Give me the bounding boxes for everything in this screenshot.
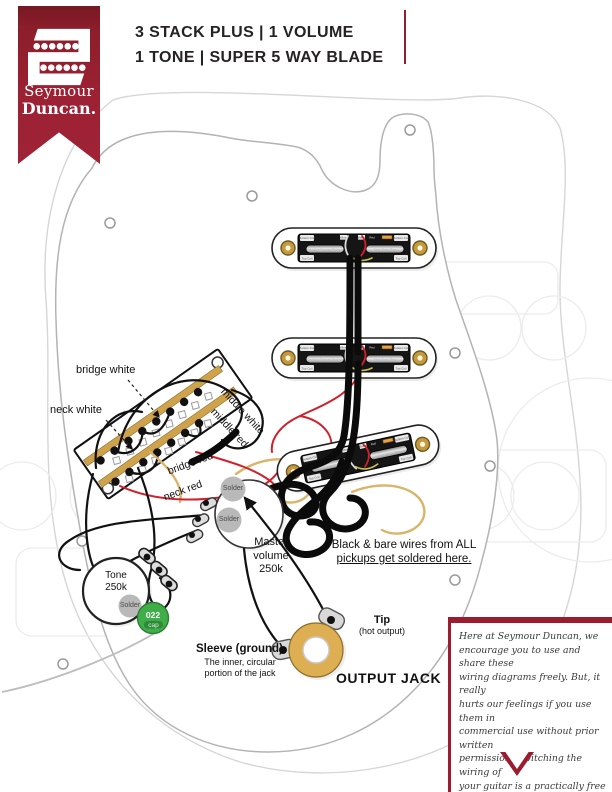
svg-text:Top Coil: Top Coil <box>302 366 313 370</box>
pickup-pcb <box>297 343 411 373</box>
svg-text:Bottom Coil: Bottom Coil <box>393 346 409 350</box>
svg-text:Black: Black <box>359 443 367 448</box>
pickup-pcb <box>297 233 411 263</box>
svg-text:Bottom Coil: Bottom Coil <box>302 455 318 462</box>
svg-text:White: White <box>342 447 350 452</box>
bare-ground-wire <box>1 625 167 693</box>
svg-text:Bottom Coil: Bottom Coil <box>393 236 409 240</box>
thick-pickup-cables <box>188 254 369 558</box>
svg-text:Top Coil: Top Coil <box>308 475 320 481</box>
svg-text:Seymour Duncan Pickups: Seymour Duncan Pickups <box>312 460 349 472</box>
tone-pot <box>81 547 178 635</box>
brand-name-bottom: Duncan. <box>21 99 97 118</box>
title-line-1: 3 STACK PLUS | 1 VOLUME <box>135 24 354 41</box>
svg-text:Red: Red <box>369 235 375 239</box>
svg-text:Strat Stack Plus: Strat Stack Plus <box>377 449 400 458</box>
svg-text:Red: Red <box>369 345 375 349</box>
svg-text:Top Coil: Top Coil <box>302 256 313 260</box>
title-divider <box>404 10 406 64</box>
svg-text:Strat Stack Plus: Strat Stack Plus <box>374 248 397 252</box>
svg-text:Bottom Coil: Bottom Coil <box>299 236 315 240</box>
solder-pad <box>220 476 246 502</box>
volume-pot <box>185 476 286 551</box>
svg-text:Top Coil: Top Coil <box>396 256 407 260</box>
seymour-duncan-s-logo <box>28 28 90 86</box>
svg-text:Top Coil: Top Coil <box>396 366 407 370</box>
switch-contact-squares <box>112 391 214 484</box>
switch-screw-hole <box>211 356 224 369</box>
stack-plus-pickup: Bottom Coil Bottom Coil Top Coil Top Coi… <box>271 227 438 271</box>
pickup-corner-tabs <box>300 235 408 261</box>
permission-note-box: Here at Seymour Duncan, we encourage you… <box>448 617 612 792</box>
svg-text:Seymour Duncan Pickups: Seymour Duncan Pickups <box>307 248 344 252</box>
pickguard-screw-holes <box>57 124 496 670</box>
svg-text:White: White <box>340 345 348 349</box>
switch-jumper-wires <box>113 410 202 475</box>
pickups-layer: Bottom Coil Bottom Coil Top Coil Top Coi… <box>271 227 442 494</box>
svg-text:Red: Red <box>370 441 376 446</box>
brand-name-top: Seymour <box>24 82 94 100</box>
pickup-corner-tabs <box>300 345 408 371</box>
svg-text:Bottom Coil: Bottom Coil <box>394 435 410 442</box>
diagram-title: 3 STACK PLUS | 1 VOLUME 1 TONE | SUPER 5… <box>135 20 383 70</box>
svg-text:Top Coil: Top Coil <box>400 455 412 461</box>
solder-pad <box>118 594 142 618</box>
svg-text:White: White <box>340 235 348 239</box>
output-jack <box>271 607 346 680</box>
callout-arrows <box>105 379 160 450</box>
svg-text:Black: Black <box>358 345 365 349</box>
stack-plus-pickup: Bottom Coil Bottom Coil Top Coil Top Coi… <box>276 424 442 494</box>
pickup-corner-tabs <box>302 434 414 482</box>
solder-pad <box>216 507 242 533</box>
title-line-2: 1 TONE | SUPER 5 WAY BLADE <box>135 49 384 66</box>
svg-text:Strat Stack Plus: Strat Stack Plus <box>374 358 397 362</box>
svg-text:Black: Black <box>358 235 365 239</box>
tone-capacitor <box>136 601 170 635</box>
svg-text:Seymour Duncan Pickups: Seymour Duncan Pickups <box>307 358 344 362</box>
svg-text:Bottom Coil: Bottom Coil <box>299 346 315 350</box>
